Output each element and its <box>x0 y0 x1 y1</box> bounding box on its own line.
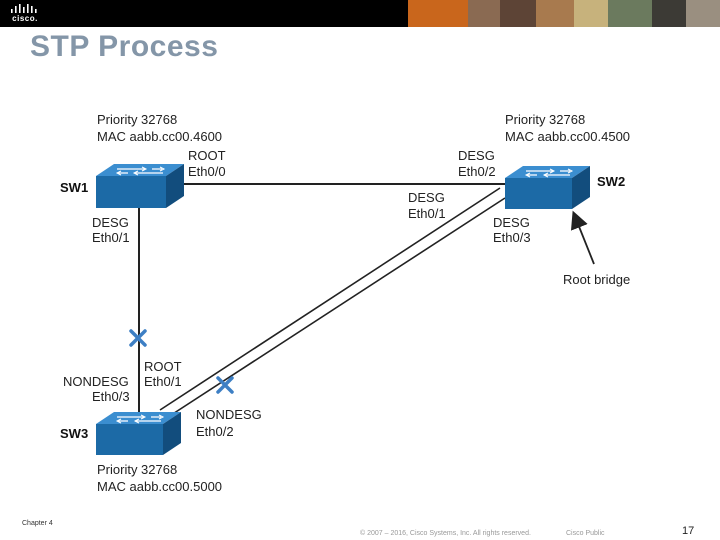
footer-chapter: Chapter 4 <box>22 520 53 527</box>
sw2-eth0-2-name: Eth0/2 <box>458 164 496 179</box>
switch-icon-sw2[interactable] <box>505 166 590 209</box>
photo-5 <box>574 0 608 27</box>
sw3-mac: MAC aabb.cc00.5000 <box>97 479 223 494</box>
sw2-eth0-2-role: DESG <box>458 148 495 163</box>
footer-classification: Cisco Public <box>566 530 605 537</box>
photo-4 <box>536 0 574 27</box>
switch-icon-sw1[interactable] <box>96 164 184 208</box>
sw2-mac: MAC aabb.cc00.4500 <box>505 129 631 144</box>
sw2-eth0-1-name: Eth0/1 <box>408 206 446 221</box>
slide-title: STP Process <box>30 30 219 63</box>
photo-3 <box>500 0 536 27</box>
photo-strip <box>408 0 720 27</box>
root-bridge-arrow <box>570 210 595 265</box>
logo-text: cisco. <box>12 14 38 23</box>
switch-icon-sw3[interactable] <box>96 412 181 455</box>
cisco-logo: cisco. <box>8 4 42 24</box>
photo-7 <box>652 0 686 27</box>
link-sw2-sw3-a <box>159 187 501 411</box>
sw1-eth0-1-role: DESG <box>92 215 129 230</box>
sw3-eth0-2-role: NONDESG <box>196 407 262 422</box>
sw3-eth0-1-name: Eth0/1 <box>144 374 182 389</box>
sw3-priority: Priority 32768 <box>97 462 178 477</box>
cisco-logo-bars-icon <box>11 4 37 13</box>
sw3-eth0-3-role: NONDESG <box>63 374 129 389</box>
photo-2 <box>468 0 500 27</box>
blocked-port-x-icon-sw3-eth0-2 <box>216 376 234 394</box>
sw1-eth0-1-name: Eth0/1 <box>92 230 130 245</box>
photo-1 <box>408 0 468 27</box>
footer-page-number: 17 <box>682 525 695 537</box>
sw1-priority: Priority 32768 <box>97 112 178 127</box>
sw3-eth0-3-name: Eth0/3 <box>92 389 130 404</box>
sw2-priority: Priority 32768 <box>505 112 586 127</box>
sw1-mac: MAC aabb.cc00.4600 <box>97 129 223 144</box>
sw3-eth0-1-role: ROOT <box>144 359 182 374</box>
sw3-name: SW3 <box>60 426 89 441</box>
sw3-eth0-2-name: Eth0/2 <box>196 424 234 439</box>
photo-8 <box>686 0 720 27</box>
blocked-port-x-icon-sw3-eth0-3 <box>129 329 147 347</box>
header-bar: cisco. <box>0 0 720 27</box>
sw2-name: SW2 <box>597 174 626 189</box>
sw1-eth0-0-role: ROOT <box>188 148 226 163</box>
sw1-eth0-0-name: Eth0/0 <box>188 164 226 179</box>
sw2-eth0-1-role: DESG <box>408 190 445 205</box>
sw1-name: SW1 <box>60 180 89 195</box>
link-sw2-sw3-b <box>164 197 506 420</box>
sw2-eth0-3-name: Eth0/3 <box>493 230 531 245</box>
footer-copyright: © 2007 – 2016, Cisco Systems, Inc. All r… <box>360 530 531 537</box>
sw2-eth0-3-role: DESG <box>493 215 530 230</box>
photo-6 <box>608 0 652 27</box>
root-bridge-label: Root bridge <box>563 272 631 287</box>
